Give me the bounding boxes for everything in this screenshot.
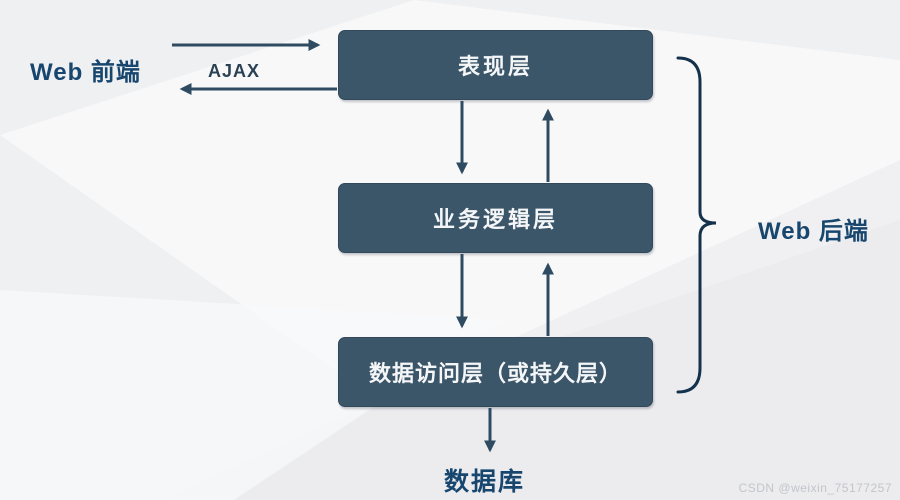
business-logic-layer-label: 业务逻辑层 [432,207,558,232]
database-label: 数据库 [444,468,526,496]
business-logic-layer-box: 业务逻辑层 [338,183,653,253]
data-access-layer-box: 数据访问层（或持久层） [338,337,653,407]
watermark-text: CSDN @weixin_75177257 [738,481,892,495]
presentation-layer-box: 表现层 [338,30,653,100]
ajax-label: AJAX [208,61,261,81]
data-access-layer-label: 数据访问层（或持久层） [368,361,622,386]
web-frontend-label: Web 前端 [30,59,141,86]
web-backend-label: Web 后端 [758,218,869,245]
presentation-layer-label: 表现层 [457,54,533,79]
backend-brace-icon [676,56,717,394]
